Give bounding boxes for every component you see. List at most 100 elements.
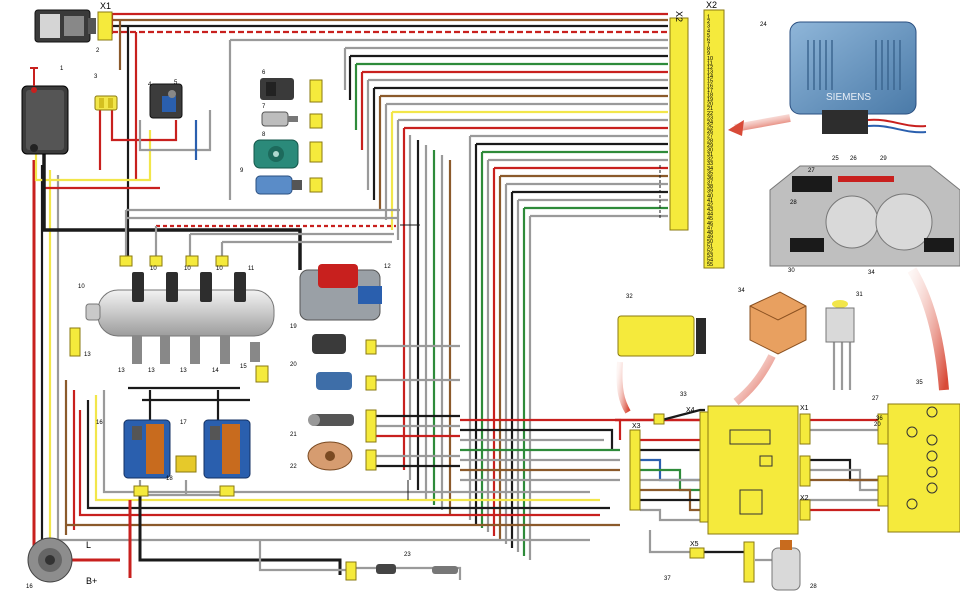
component-callout: 24 xyxy=(760,22,767,28)
x2-pin-number: 33 xyxy=(707,161,713,167)
instrument-cluster xyxy=(769,165,960,267)
x2-pin-number: 32 xyxy=(707,157,713,163)
small-connectors xyxy=(69,11,377,581)
knock-sensor xyxy=(307,441,353,471)
x2-pin-number: 15 xyxy=(707,79,713,85)
component-callout: 14 xyxy=(212,368,219,374)
x2-pin-number: 41 xyxy=(707,198,713,204)
x2-pin-number: 6 xyxy=(707,37,710,43)
x2-pin-number: 45 xyxy=(707,216,713,222)
starter-motor xyxy=(299,264,382,321)
x2-pin-number: 51 xyxy=(707,244,713,250)
x2-pin-number: 8 xyxy=(707,47,710,53)
x2-pin-number: 50 xyxy=(707,239,713,245)
x2-pin-number: 46 xyxy=(707,221,713,227)
x5-label: X5 xyxy=(690,541,699,548)
throttle-sensor xyxy=(253,139,299,169)
component-callout: 37 xyxy=(664,576,671,582)
x2-connector-panel xyxy=(877,413,889,445)
fuse-block xyxy=(617,315,706,357)
oxygen-sensor xyxy=(308,414,354,426)
x2-pin-number: 5 xyxy=(707,33,710,39)
component-callout: 2 xyxy=(96,48,100,54)
spark-plugs xyxy=(132,336,260,364)
x2-pin-number: 37 xyxy=(707,180,713,186)
x2-pin-number: 10 xyxy=(707,56,713,62)
x2-pin-number: 29 xyxy=(707,143,713,149)
component-callout: 7 xyxy=(262,104,266,110)
switch-30 xyxy=(825,300,855,343)
injector-row xyxy=(132,272,246,302)
temp-sensor xyxy=(255,175,302,195)
x2-pin-number: 38 xyxy=(707,184,713,190)
component-callout: 23 xyxy=(404,552,411,558)
x2-pin-number: 11 xyxy=(707,60,713,66)
x2-pin-number: 9 xyxy=(707,51,710,57)
ignition-coil-right xyxy=(203,419,251,479)
component-callout: 10 xyxy=(216,266,223,272)
component-callout: 27 xyxy=(872,396,879,402)
component-callout: 16 xyxy=(26,584,33,590)
x1-connector-panel xyxy=(877,475,889,507)
component-callout: 30 xyxy=(788,268,795,274)
component-callout: 15 xyxy=(240,364,247,370)
component-callout: 33 xyxy=(680,392,687,398)
relay-left-connector xyxy=(699,411,709,523)
x2-pin-number: 17 xyxy=(707,88,713,94)
x2-pin-number: 25 xyxy=(707,125,713,131)
component-callout: 25 xyxy=(832,156,839,162)
component-callout: 13 xyxy=(84,352,91,358)
component-17 xyxy=(175,455,197,473)
component-callout: 12 xyxy=(384,264,391,270)
component-callout: 6 xyxy=(262,70,266,76)
x2-pin-numbers: 1234567891011121314151617181920212223242… xyxy=(707,15,713,268)
component-callout: 17 xyxy=(180,420,187,426)
x2-pin-number: 52 xyxy=(707,248,713,254)
terminal-b-plus-label: B+ xyxy=(86,576,97,586)
component-callout: 27 xyxy=(808,168,815,174)
indicator-panel xyxy=(887,403,960,533)
fuse xyxy=(94,95,118,111)
x2-pin-number: 47 xyxy=(707,225,713,231)
arrow-head-icon xyxy=(728,120,744,136)
x2-pin-number: 53 xyxy=(707,253,713,259)
fuse-pointer-arrow xyxy=(616,361,631,414)
component-callout: 34 xyxy=(868,270,875,276)
component-callout: 36 xyxy=(876,416,883,422)
x4-label: X4 xyxy=(686,407,695,414)
component-callout: 1 xyxy=(60,66,64,72)
x2-pin-number: 20 xyxy=(707,102,713,108)
x2-pin-number: 26 xyxy=(707,129,713,135)
x2-pin-number: 18 xyxy=(707,92,713,98)
x2-connector-left xyxy=(669,17,689,231)
x2-right-label: X2 xyxy=(706,0,717,10)
x2-pin-number: 23 xyxy=(707,115,713,121)
component-callout: 28 xyxy=(810,584,817,590)
component-callout: 4 xyxy=(148,82,152,88)
component-callout: 29 xyxy=(880,156,887,162)
component-callout: 34 xyxy=(738,288,745,294)
x2-pin-number: 21 xyxy=(707,106,713,112)
x2-pin-number: 44 xyxy=(707,212,713,218)
connector-36 xyxy=(689,547,705,559)
component-callout: 13 xyxy=(148,368,155,374)
component-callout: 16 xyxy=(96,420,103,426)
x2-pin-number: 49 xyxy=(707,235,713,241)
component-callout: 21 xyxy=(290,432,297,438)
x4-connector xyxy=(799,455,811,487)
x2-pin-number: 30 xyxy=(707,147,713,153)
x2-pin-number: 36 xyxy=(707,175,713,181)
x1-top-label: X1 xyxy=(100,1,111,11)
x2-label: X2 xyxy=(800,495,809,502)
x2-left-label: X2 xyxy=(674,11,684,22)
x5-connector xyxy=(743,541,755,583)
relay xyxy=(149,83,183,119)
ignition-connector xyxy=(34,9,96,43)
x2-pin-number: 19 xyxy=(707,97,713,103)
relay-pointer-arrow xyxy=(733,354,776,406)
relay-module xyxy=(707,405,799,535)
component-callout: 11 xyxy=(248,266,255,272)
x3-label: X3 xyxy=(632,423,641,430)
